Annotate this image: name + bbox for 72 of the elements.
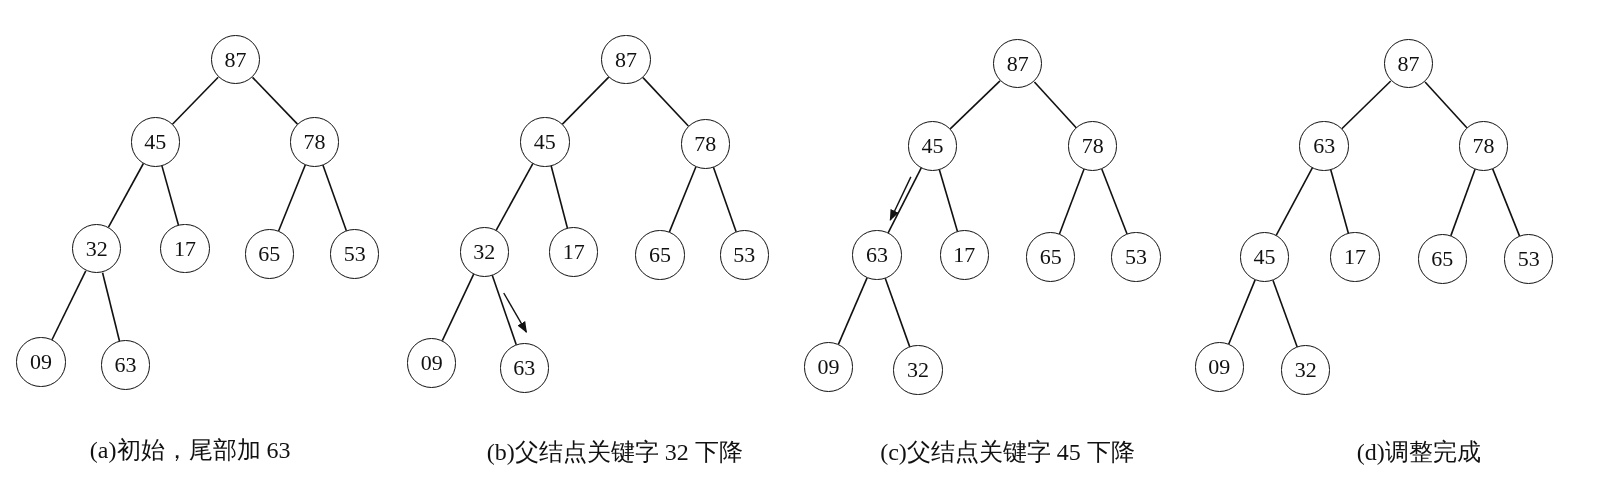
tree-edge	[1491, 168, 1521, 237]
tree-node-circle: 87	[1383, 39, 1434, 89]
tree-edge	[51, 270, 87, 341]
tree-node-circle: 09	[407, 338, 457, 388]
tree-edge	[491, 274, 518, 346]
tree-node-circle: 65	[1417, 234, 1468, 284]
tree-edge	[1033, 81, 1077, 129]
tree-node-circle: 87	[601, 34, 651, 85]
tree-edge	[1058, 168, 1085, 235]
tree-edge	[441, 273, 475, 342]
tree-edge	[1329, 168, 1350, 235]
subfigure-caption: (b)父结点关键字 32 下降	[486, 438, 743, 468]
tree-edge	[161, 164, 180, 226]
tree-node-circle: 63	[100, 340, 151, 390]
tree-edge	[938, 168, 959, 233]
tree-node-circle: 87	[210, 34, 261, 85]
tree-edge	[642, 76, 690, 127]
tree-edge	[668, 166, 697, 233]
tree-edge	[107, 162, 145, 228]
tree-node-circle: 78	[1458, 121, 1509, 171]
tree-node-circle: 63	[852, 230, 902, 280]
subfigure-caption: (d)调整完成	[1356, 438, 1481, 468]
tree-node-circle: 17	[160, 224, 210, 274]
tree-edge	[884, 277, 911, 348]
subfigure-caption: (a)初始，尾部加 63	[89, 436, 291, 466]
tree-edge	[949, 80, 1001, 130]
tree-node-circle: 32	[893, 345, 943, 395]
tree-edge	[495, 162, 534, 232]
tree-edge	[1100, 168, 1128, 235]
tree-node-circle: 09	[803, 342, 854, 392]
tree-edge	[1227, 279, 1256, 345]
tree-node-circle: 32	[1280, 345, 1331, 395]
tree-node-circle: 63	[1299, 121, 1349, 171]
tree-edge	[171, 76, 219, 125]
tree-edge	[1341, 80, 1392, 130]
tree-node-circle: 09	[1194, 342, 1244, 392]
tree-node-circle: 45	[1239, 232, 1290, 282]
tree-edge	[837, 276, 868, 346]
tree-edge	[887, 167, 923, 234]
tree-node-circle: 45	[520, 117, 570, 167]
tree-edge	[1275, 166, 1314, 237]
tree-edge	[550, 164, 569, 229]
tree-edge	[1450, 168, 1476, 237]
tree-node-circle: 78	[289, 117, 340, 167]
tree-edge	[712, 166, 737, 233]
subfigure-caption: (c)父结点关键字 45 下降	[880, 438, 1135, 468]
tree-node-circle: 53	[330, 229, 380, 279]
tree-node-circle: 17	[549, 227, 599, 277]
tree-node-circle: 78	[680, 119, 730, 169]
tree-node-circle: 45	[907, 121, 958, 171]
tree-edge	[1272, 279, 1298, 348]
tree-node-circle: 87	[993, 39, 1043, 89]
tree-node-circle: 32	[71, 224, 122, 274]
tree-node-circle: 09	[16, 337, 66, 387]
tree-node-circle: 78	[1068, 121, 1118, 171]
tree-edge	[1424, 81, 1468, 129]
tree-edge	[251, 76, 299, 125]
tree-node-circle: 65	[1026, 232, 1076, 282]
tree-node-circle: 45	[130, 117, 180, 167]
tree-edge	[322, 164, 348, 232]
tree-node-circle: 63	[499, 343, 549, 393]
tree-node-circle: 17	[1330, 232, 1380, 282]
tree-node-circle: 32	[459, 227, 509, 277]
tree-node-circle: 65	[635, 230, 685, 280]
tree-node-circle: 53	[1504, 234, 1554, 284]
tree-edge	[101, 271, 121, 342]
tree-node-circle: 53	[1111, 232, 1161, 282]
tree-node-circle: 53	[719, 230, 769, 280]
tree-node-circle: 17	[939, 230, 989, 280]
tree-node-circle: 65	[244, 229, 294, 279]
tree-edge	[277, 163, 307, 232]
tree-edge	[561, 76, 610, 126]
